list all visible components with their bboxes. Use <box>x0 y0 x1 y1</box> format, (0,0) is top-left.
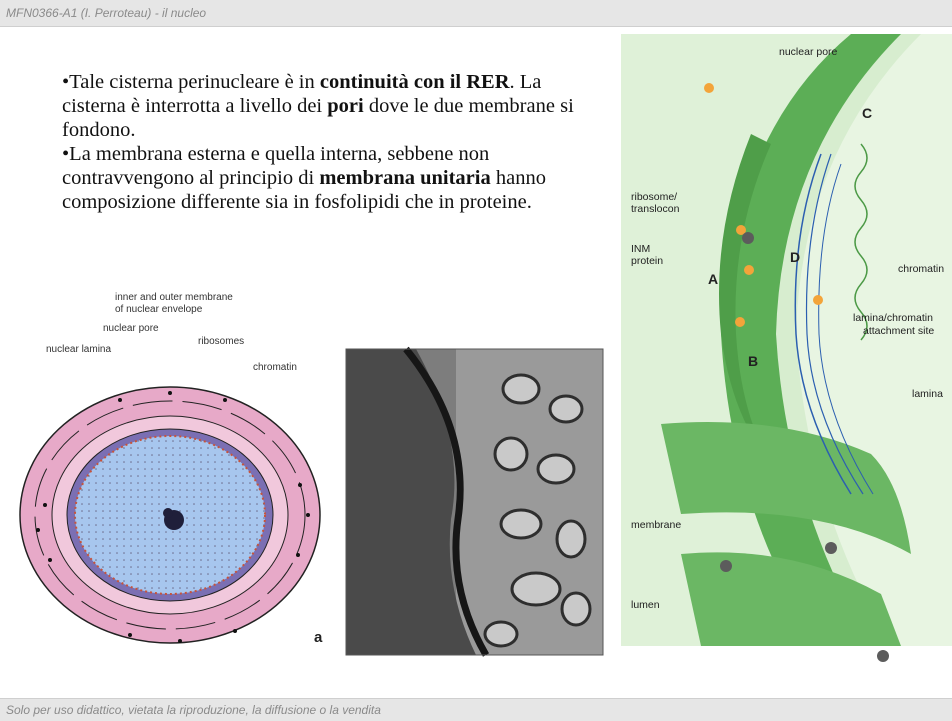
er-diagram-graphic <box>621 34 952 646</box>
label-inner-outer-2: of nuclear envelope <box>115 304 202 315</box>
label-ribosome: ribosome/ <box>631 191 677 203</box>
bold-run: continuità con il RER <box>320 71 510 93</box>
label-lamina: lamina <box>912 388 943 400</box>
text-run: •Tale cisterna perinucleare è in <box>62 71 320 93</box>
bold-run: pori <box>327 95 363 117</box>
label-nuclear-pore: nuclear pore <box>103 323 159 334</box>
label-letter-b: B <box>748 353 758 369</box>
label-translocon: translocon <box>631 203 679 215</box>
label-chromatin-r: chromatin <box>898 263 944 275</box>
nucleus-diagram-graphic <box>10 355 340 655</box>
label-inm: INM <box>631 243 650 255</box>
label-inner-outer: inner and outer membrane <box>115 292 233 303</box>
paragraph-1: •Tale cisterna perinucleare è in continu… <box>62 70 582 142</box>
header-bar: MFN0366-A1 (I. Perroteau) - il nucleo <box>0 0 952 27</box>
label-membrane: membrane <box>631 519 681 531</box>
panel-letter-a: a <box>314 629 322 646</box>
label-attachment-site: attachment site <box>863 325 934 337</box>
micrograph-image <box>346 349 603 655</box>
label-letter-c: C <box>862 105 872 121</box>
label-lamina-chromatin: lamina/chromatin <box>853 312 933 324</box>
label-ribosomes: ribosomes <box>198 336 244 347</box>
footer-text: Solo per uso didattico, vietata la ripro… <box>6 703 381 717</box>
label-letter-a: A <box>708 271 718 287</box>
bold-run: membrana unitaria <box>319 167 490 189</box>
label-nuclear-pore-r: nuclear pore <box>779 46 837 58</box>
label-lumen: lumen <box>631 599 660 611</box>
body-text: •Tale cisterna perinucleare è in continu… <box>62 70 582 214</box>
footer-bar: Solo per uso didattico, vietata la ripro… <box>0 698 952 721</box>
label-nuclear-lamina: nuclear lamina <box>46 344 111 355</box>
label-chromatin: chromatin <box>253 362 297 373</box>
label-letter-d: D <box>790 249 800 265</box>
label-inm-protein: protein <box>631 255 663 267</box>
header-title: MFN0366-A1 (I. Perroteau) - il nucleo <box>6 6 206 20</box>
paragraph-2: •La membrana esterna e quella interna, s… <box>62 142 582 214</box>
